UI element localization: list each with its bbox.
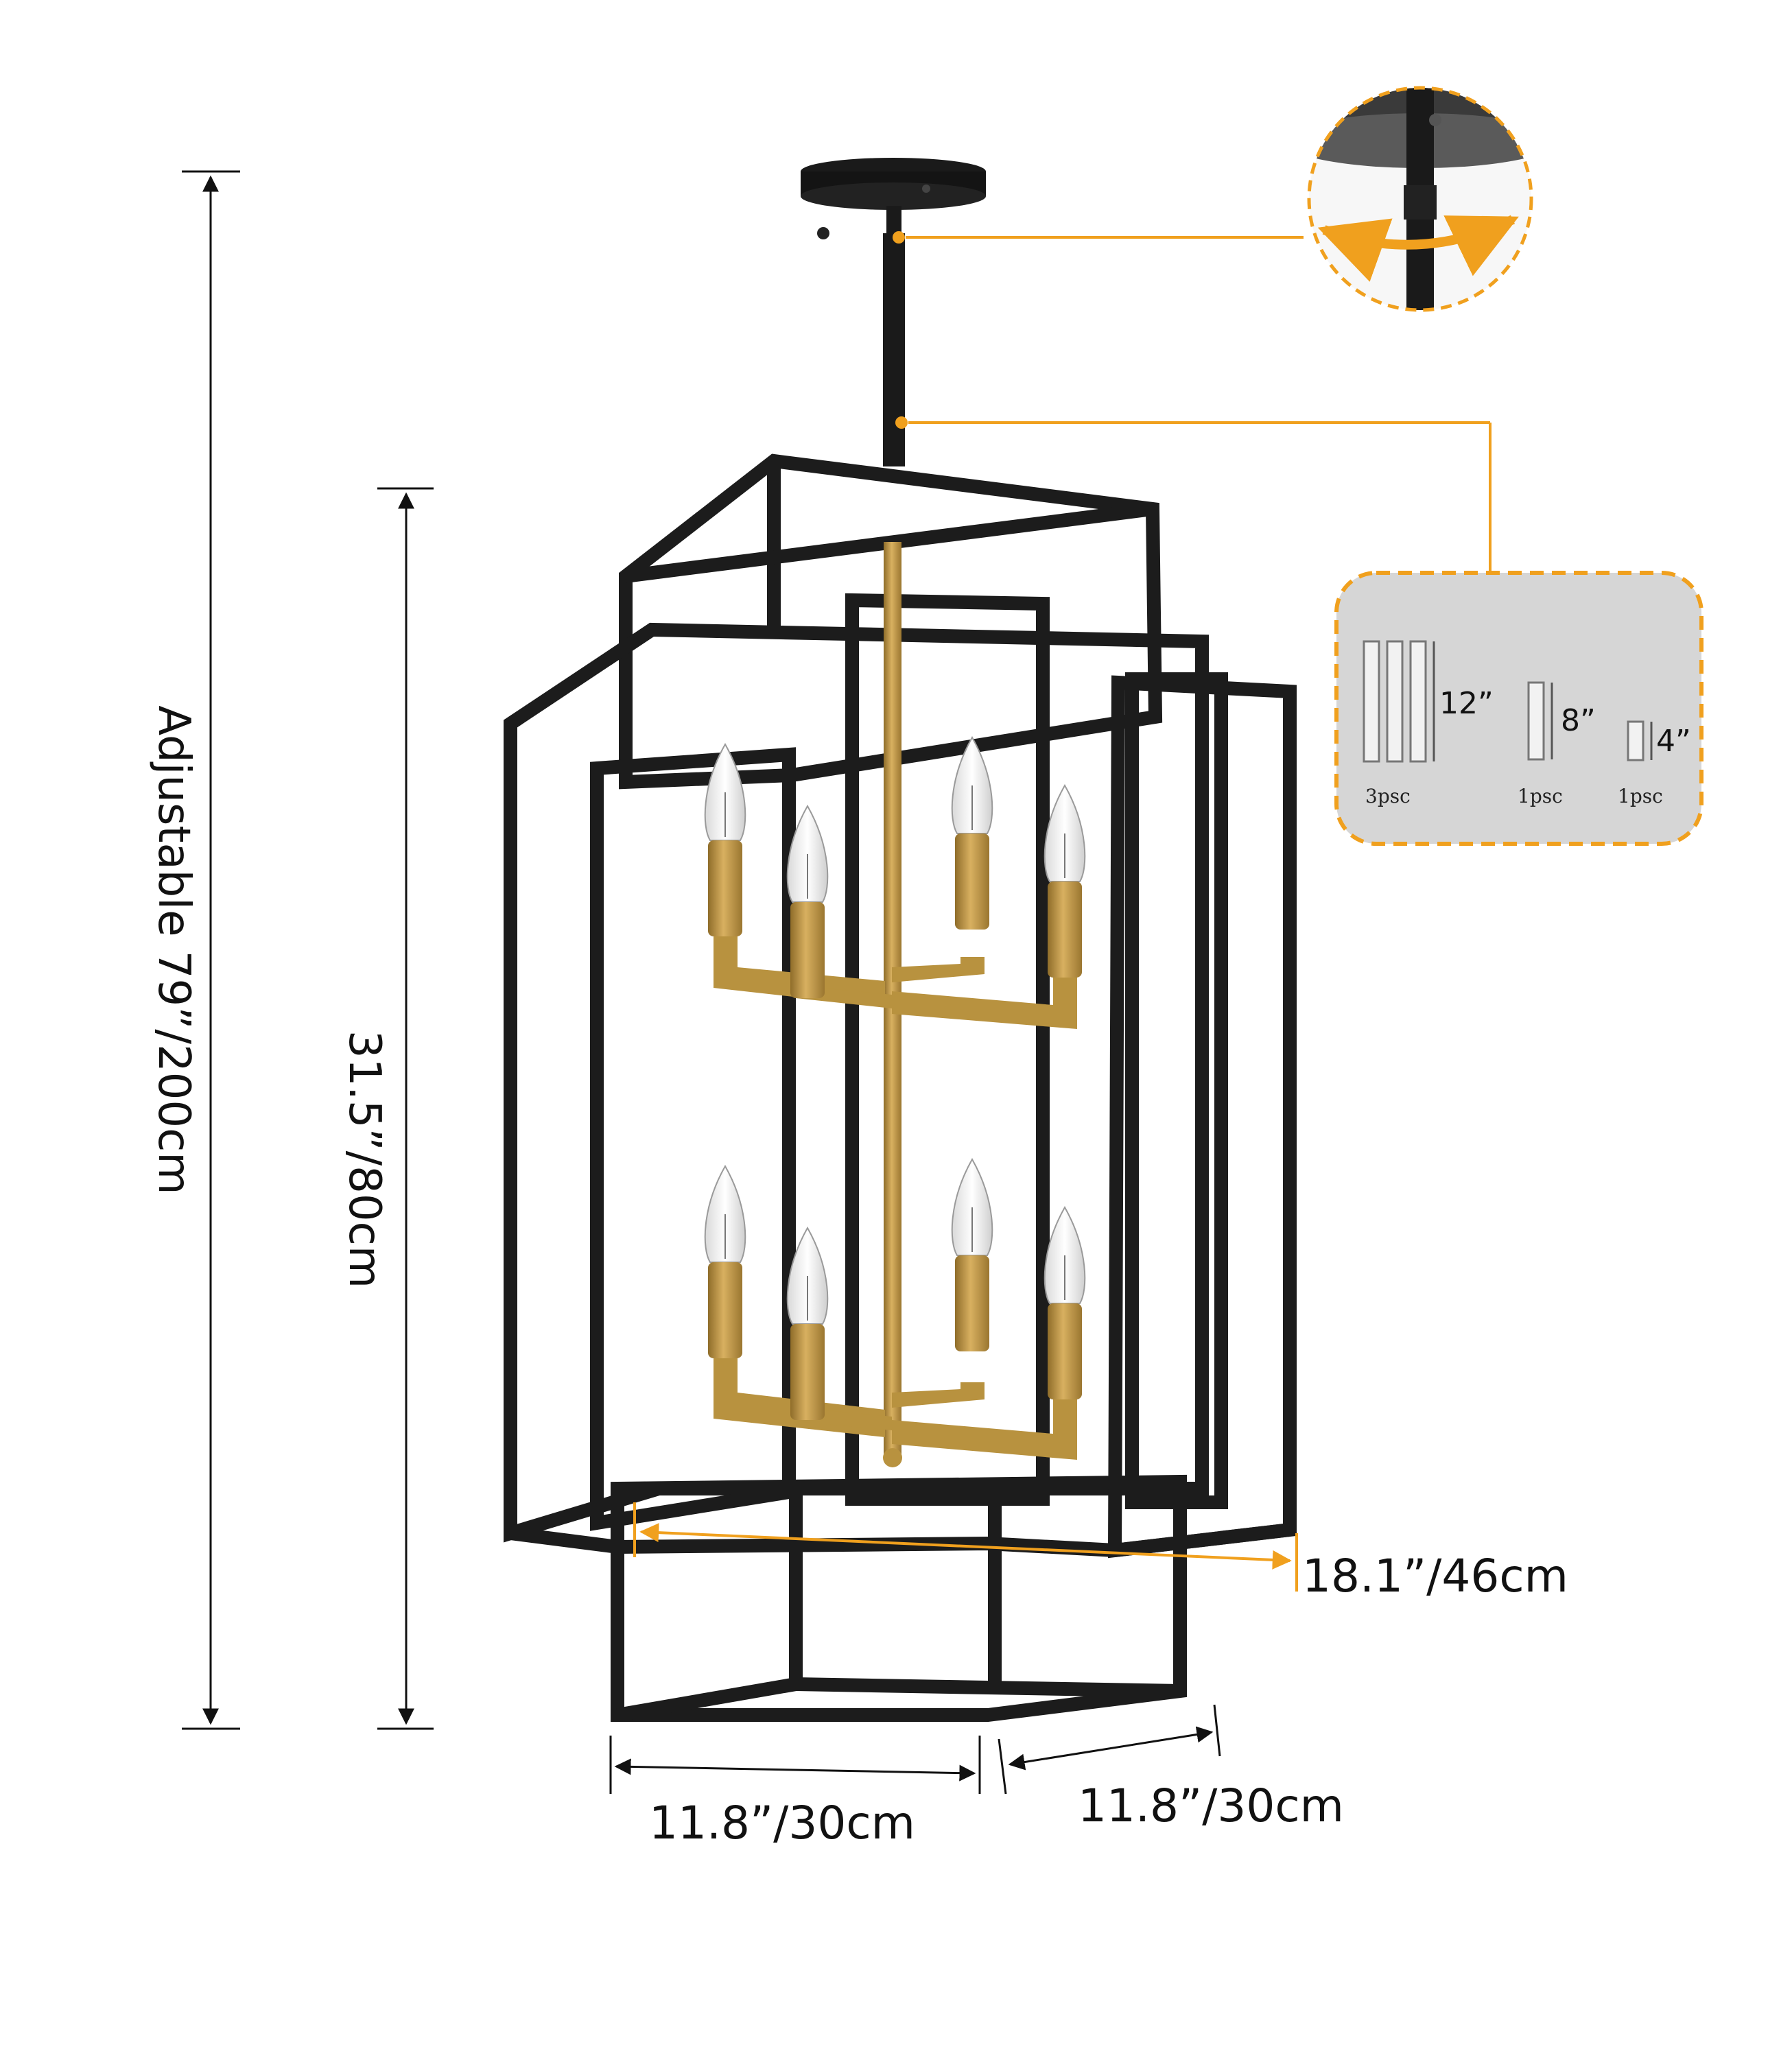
candle-bulb xyxy=(1044,783,1086,978)
width-left-label: 11.8”/30cm xyxy=(649,1797,915,1849)
width-right-label: 11.8”/30cm xyxy=(1078,1779,1344,1832)
swivel-callout-circle xyxy=(1307,86,1533,312)
rotate-arrow-icon xyxy=(1317,215,1519,282)
candle-bulb xyxy=(704,742,746,936)
rod-12in-label: 12” xyxy=(1439,686,1494,721)
body-height-label: 31.5”/80cm xyxy=(339,1030,390,1288)
ceiling-mount xyxy=(801,158,986,466)
diagonal-width-label: 18.1”/46cm xyxy=(1302,1550,1568,1602)
rod-panel xyxy=(1334,571,1703,846)
total-height-label: Adjustable 79”/200cm xyxy=(148,705,199,1194)
extension-rods-callout: 12” 3psc 8” 1psc 4” 1psc xyxy=(895,416,1703,846)
candle-bulbs xyxy=(704,735,1086,1420)
brass-finial xyxy=(883,1448,902,1467)
rod-4in-label: 4” xyxy=(1656,724,1691,759)
candle-bulb xyxy=(786,804,829,998)
width-right-dimension: 11.8”/30cm xyxy=(998,1704,1344,1832)
swivel-joint-callout xyxy=(893,86,1533,312)
rod-8in-icon xyxy=(1527,681,1553,761)
rod-4in-qty: 1psc xyxy=(1618,785,1663,807)
rod-8in-label: 8” xyxy=(1561,703,1596,738)
rod-12in-icon xyxy=(1363,640,1435,763)
body-height-dimension: 31.5”/80cm xyxy=(339,487,434,1730)
rod-8in-qty: 1psc xyxy=(1518,785,1563,807)
candle-bulb xyxy=(786,1226,829,1420)
candle-bulb xyxy=(951,735,993,930)
total-height-dimension: Adjustable 79”/200cm xyxy=(148,170,240,1730)
rod-4in-icon xyxy=(1627,720,1653,761)
candle-bulb xyxy=(1044,1205,1086,1399)
candle-bulb xyxy=(951,1157,993,1351)
rod-12in-qty: 3psc xyxy=(1365,785,1411,807)
downrod xyxy=(883,233,905,466)
diagonal-width-dimension: 18.1”/46cm xyxy=(633,1502,1568,1602)
candle-bulb xyxy=(704,1164,746,1358)
width-left-dimension: 11.8”/30cm xyxy=(609,1736,981,1849)
